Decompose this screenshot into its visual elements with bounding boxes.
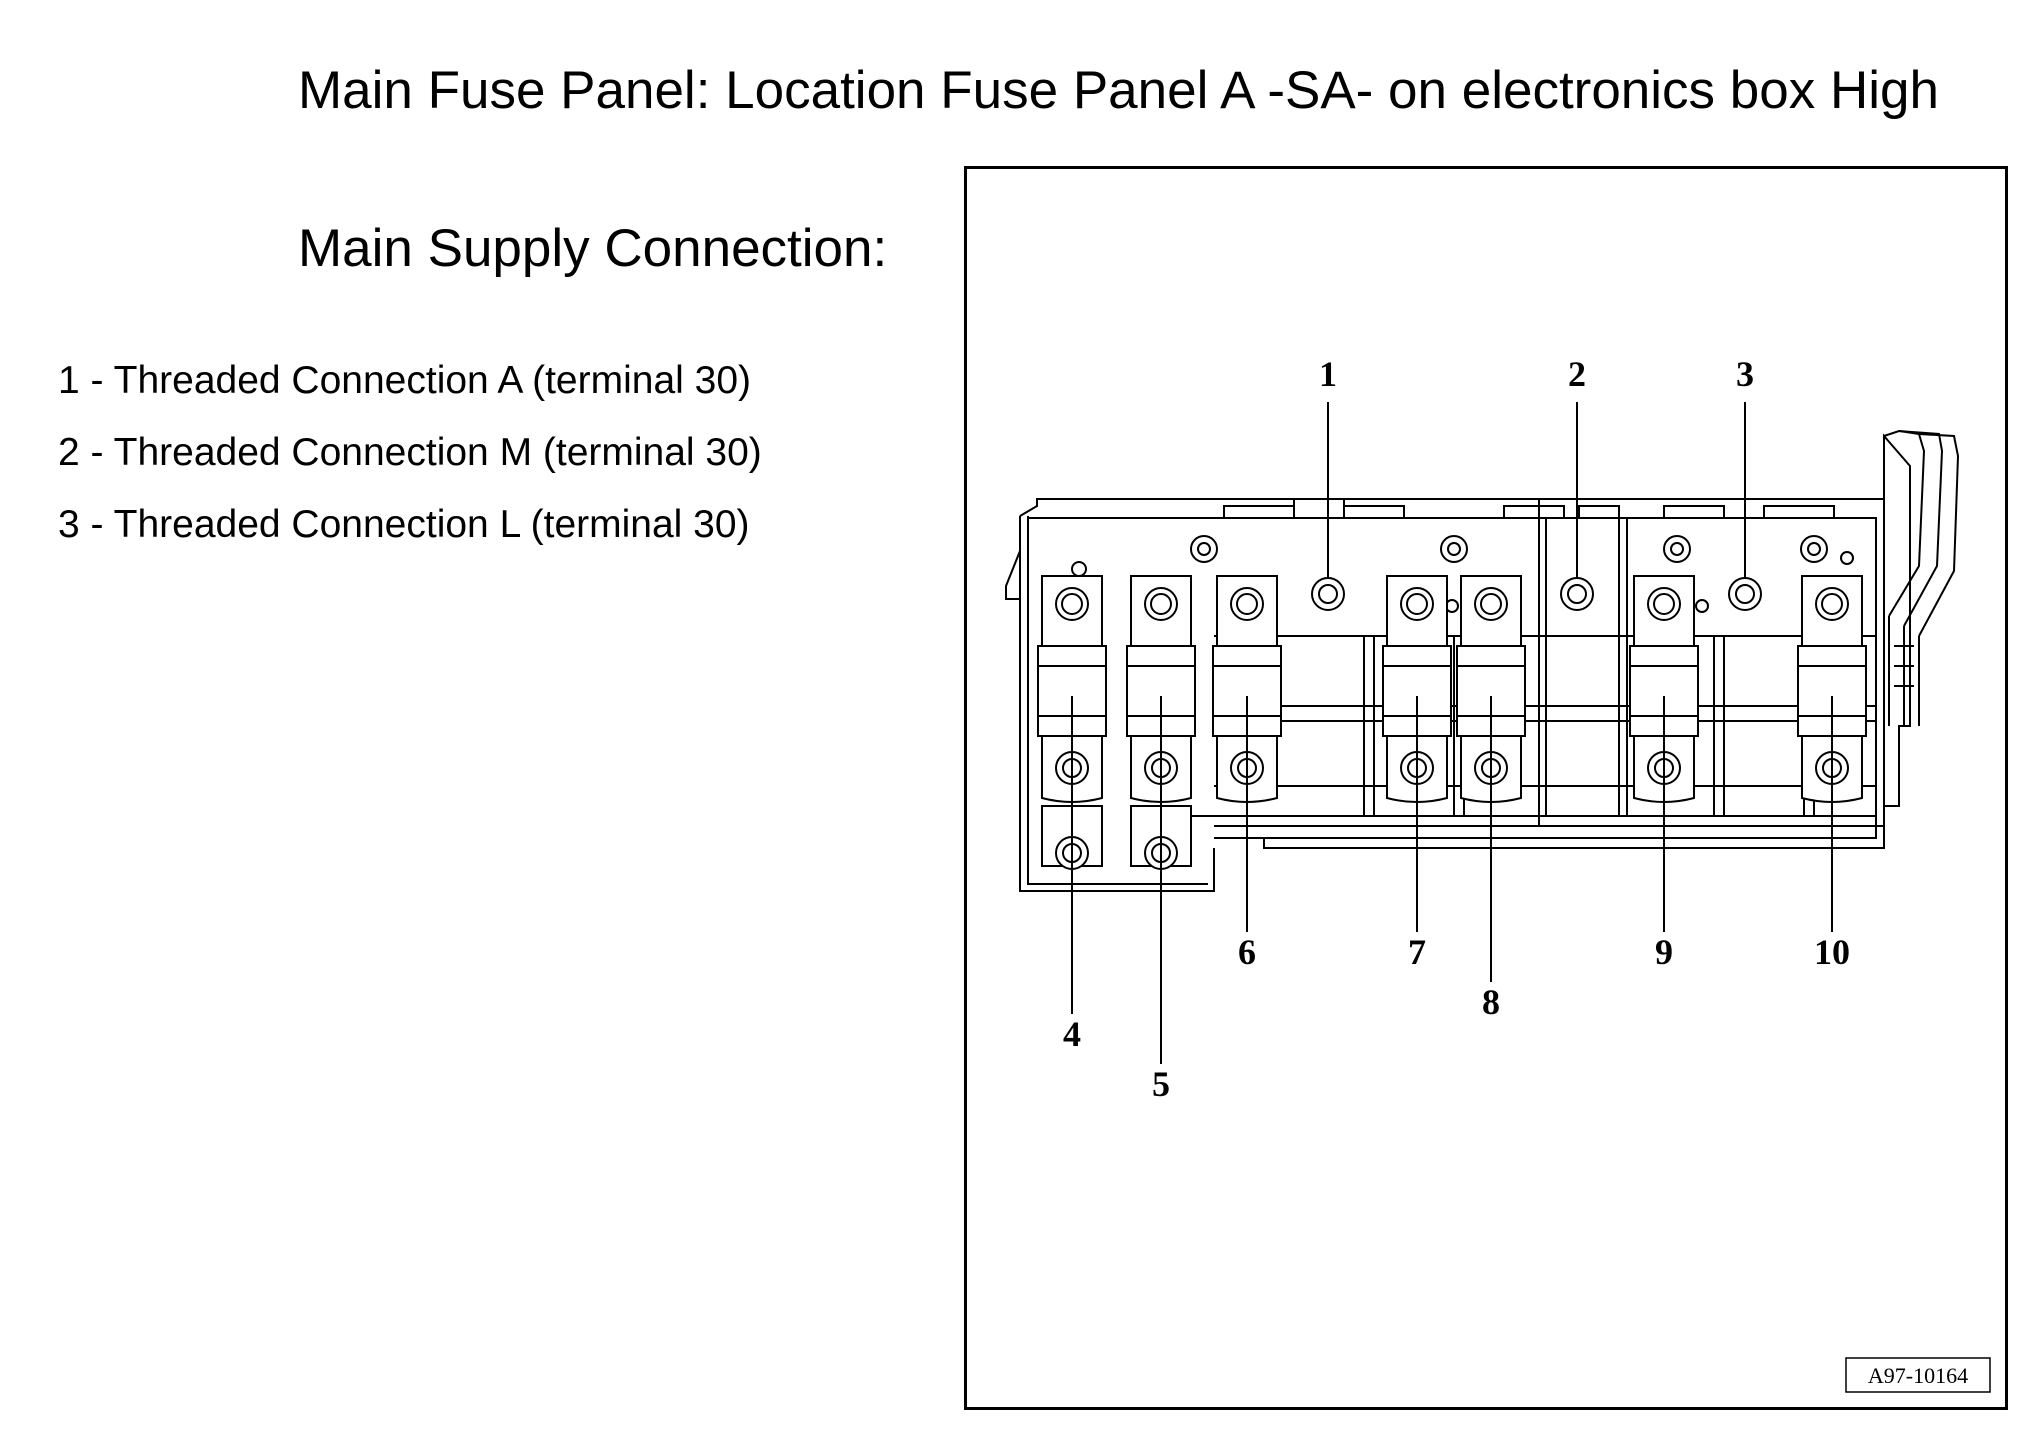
fuse-panel-drawing: 1 2 3 4 5 6 7 8 9 10 A97-10164 <box>964 166 2008 1410</box>
callout-8: 8 <box>1482 982 1500 1022</box>
figure-code: A97-10164 <box>1868 1363 1968 1388</box>
callout-1: 1 <box>1319 354 1337 394</box>
figure-code-box <box>1845 1357 1991 1393</box>
callout-2: 2 <box>1568 354 1586 394</box>
callout-9: 9 <box>1655 932 1673 972</box>
panel-screws <box>1071 535 1854 613</box>
fuse-4 <box>1037 575 1107 870</box>
callout-5: 5 <box>1152 1064 1170 1104</box>
page-title: Main Fuse Panel: Location Fuse Panel A -… <box>298 61 1939 120</box>
fuse-10 <box>1797 575 1867 803</box>
legend-item-3: 3 - Threaded Connection L (terminal 30) <box>58 503 750 546</box>
fuse-6 <box>1212 575 1282 803</box>
callout-6: 6 <box>1238 932 1256 972</box>
callout-4: 4 <box>1063 1014 1081 1054</box>
legend-item-2: 2 - Threaded Connection M (terminal 30) <box>58 431 762 474</box>
fuse-panel-figure: 1 2 3 4 5 6 7 8 9 10 A97-10164 <box>964 166 2008 1410</box>
callout-leaders <box>1071 402 1833 1064</box>
callout-10: 10 <box>1814 932 1850 972</box>
fuse-panel-housing <box>1005 429 1960 892</box>
callout-3: 3 <box>1736 354 1754 394</box>
section-heading: Main Supply Connection: <box>298 219 888 278</box>
callout-7: 7 <box>1408 932 1426 972</box>
legend-item-1: 1 - Threaded Connection A (terminal 30) <box>58 359 752 402</box>
callout-legend: 1 - Threaded Connection A (terminal 30) … <box>58 356 762 572</box>
